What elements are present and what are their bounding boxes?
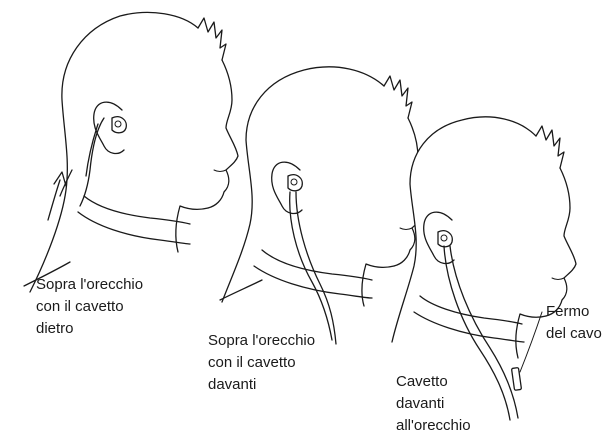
head-figure-1: [24, 12, 238, 292]
head-figure-2: [220, 67, 424, 344]
label-cable-clip: Fermo del cavo: [546, 303, 602, 342]
label-cable-front: Cavetto davanti all'orecchio: [396, 373, 471, 434]
label-over-ear-front: Sopra l'orecchio con il cavetto davanti: [208, 332, 319, 393]
label-over-ear-behind: Sopra l'orecchio con il cavetto dietro: [36, 276, 147, 337]
